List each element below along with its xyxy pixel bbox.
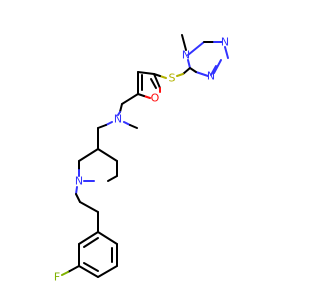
triazole-ring [181,34,229,77]
bond [97,265,118,278]
bond [97,124,107,129]
bond [187,41,205,56]
molecule-diagram: N N N S O N N F [54,34,229,284]
bond [143,95,151,99]
atom-label-n-piperidine: N [75,175,83,188]
benzene-ring [78,231,118,278]
bond [210,65,217,76]
bond [78,148,99,162]
bond [78,265,99,278]
bond [153,73,161,89]
bond [176,73,184,77]
bond [117,111,121,116]
bond [75,193,81,203]
bond [107,175,118,182]
bond [75,186,78,195]
atom-label-n-triazole-methyl: N [182,49,190,62]
bond [83,262,99,272]
bond [137,71,155,75]
furan-ring [137,71,161,99]
bond [79,201,99,213]
bond [159,75,167,79]
bond [83,237,99,248]
bond [189,67,197,73]
atom-label-sulfur: S [169,72,176,85]
bond [121,93,139,105]
bond [195,71,209,77]
molecule-structure: N N N S O N N F [54,34,229,284]
atom-label-n-triazole-a: N [221,36,229,49]
atom-label-n-amine: N [114,113,122,126]
bond [224,46,229,59]
atom-label-fluorine: F [54,271,60,284]
bond [97,148,118,162]
bond [213,59,222,74]
bond [187,59,191,69]
methyl-bond [181,34,187,51]
bond [97,231,118,245]
bond [105,121,113,126]
bond [67,265,80,273]
bond [119,103,123,113]
bond [78,231,99,245]
bond [182,67,191,75]
bond [61,271,69,276]
bond [150,78,157,89]
bond [129,124,138,129]
piperidine-ring [78,148,118,182]
atom-label-n-triazole-b: N [207,70,215,83]
bond [137,93,145,97]
atom-label-oxygen: O [151,92,160,105]
bond [123,121,131,126]
